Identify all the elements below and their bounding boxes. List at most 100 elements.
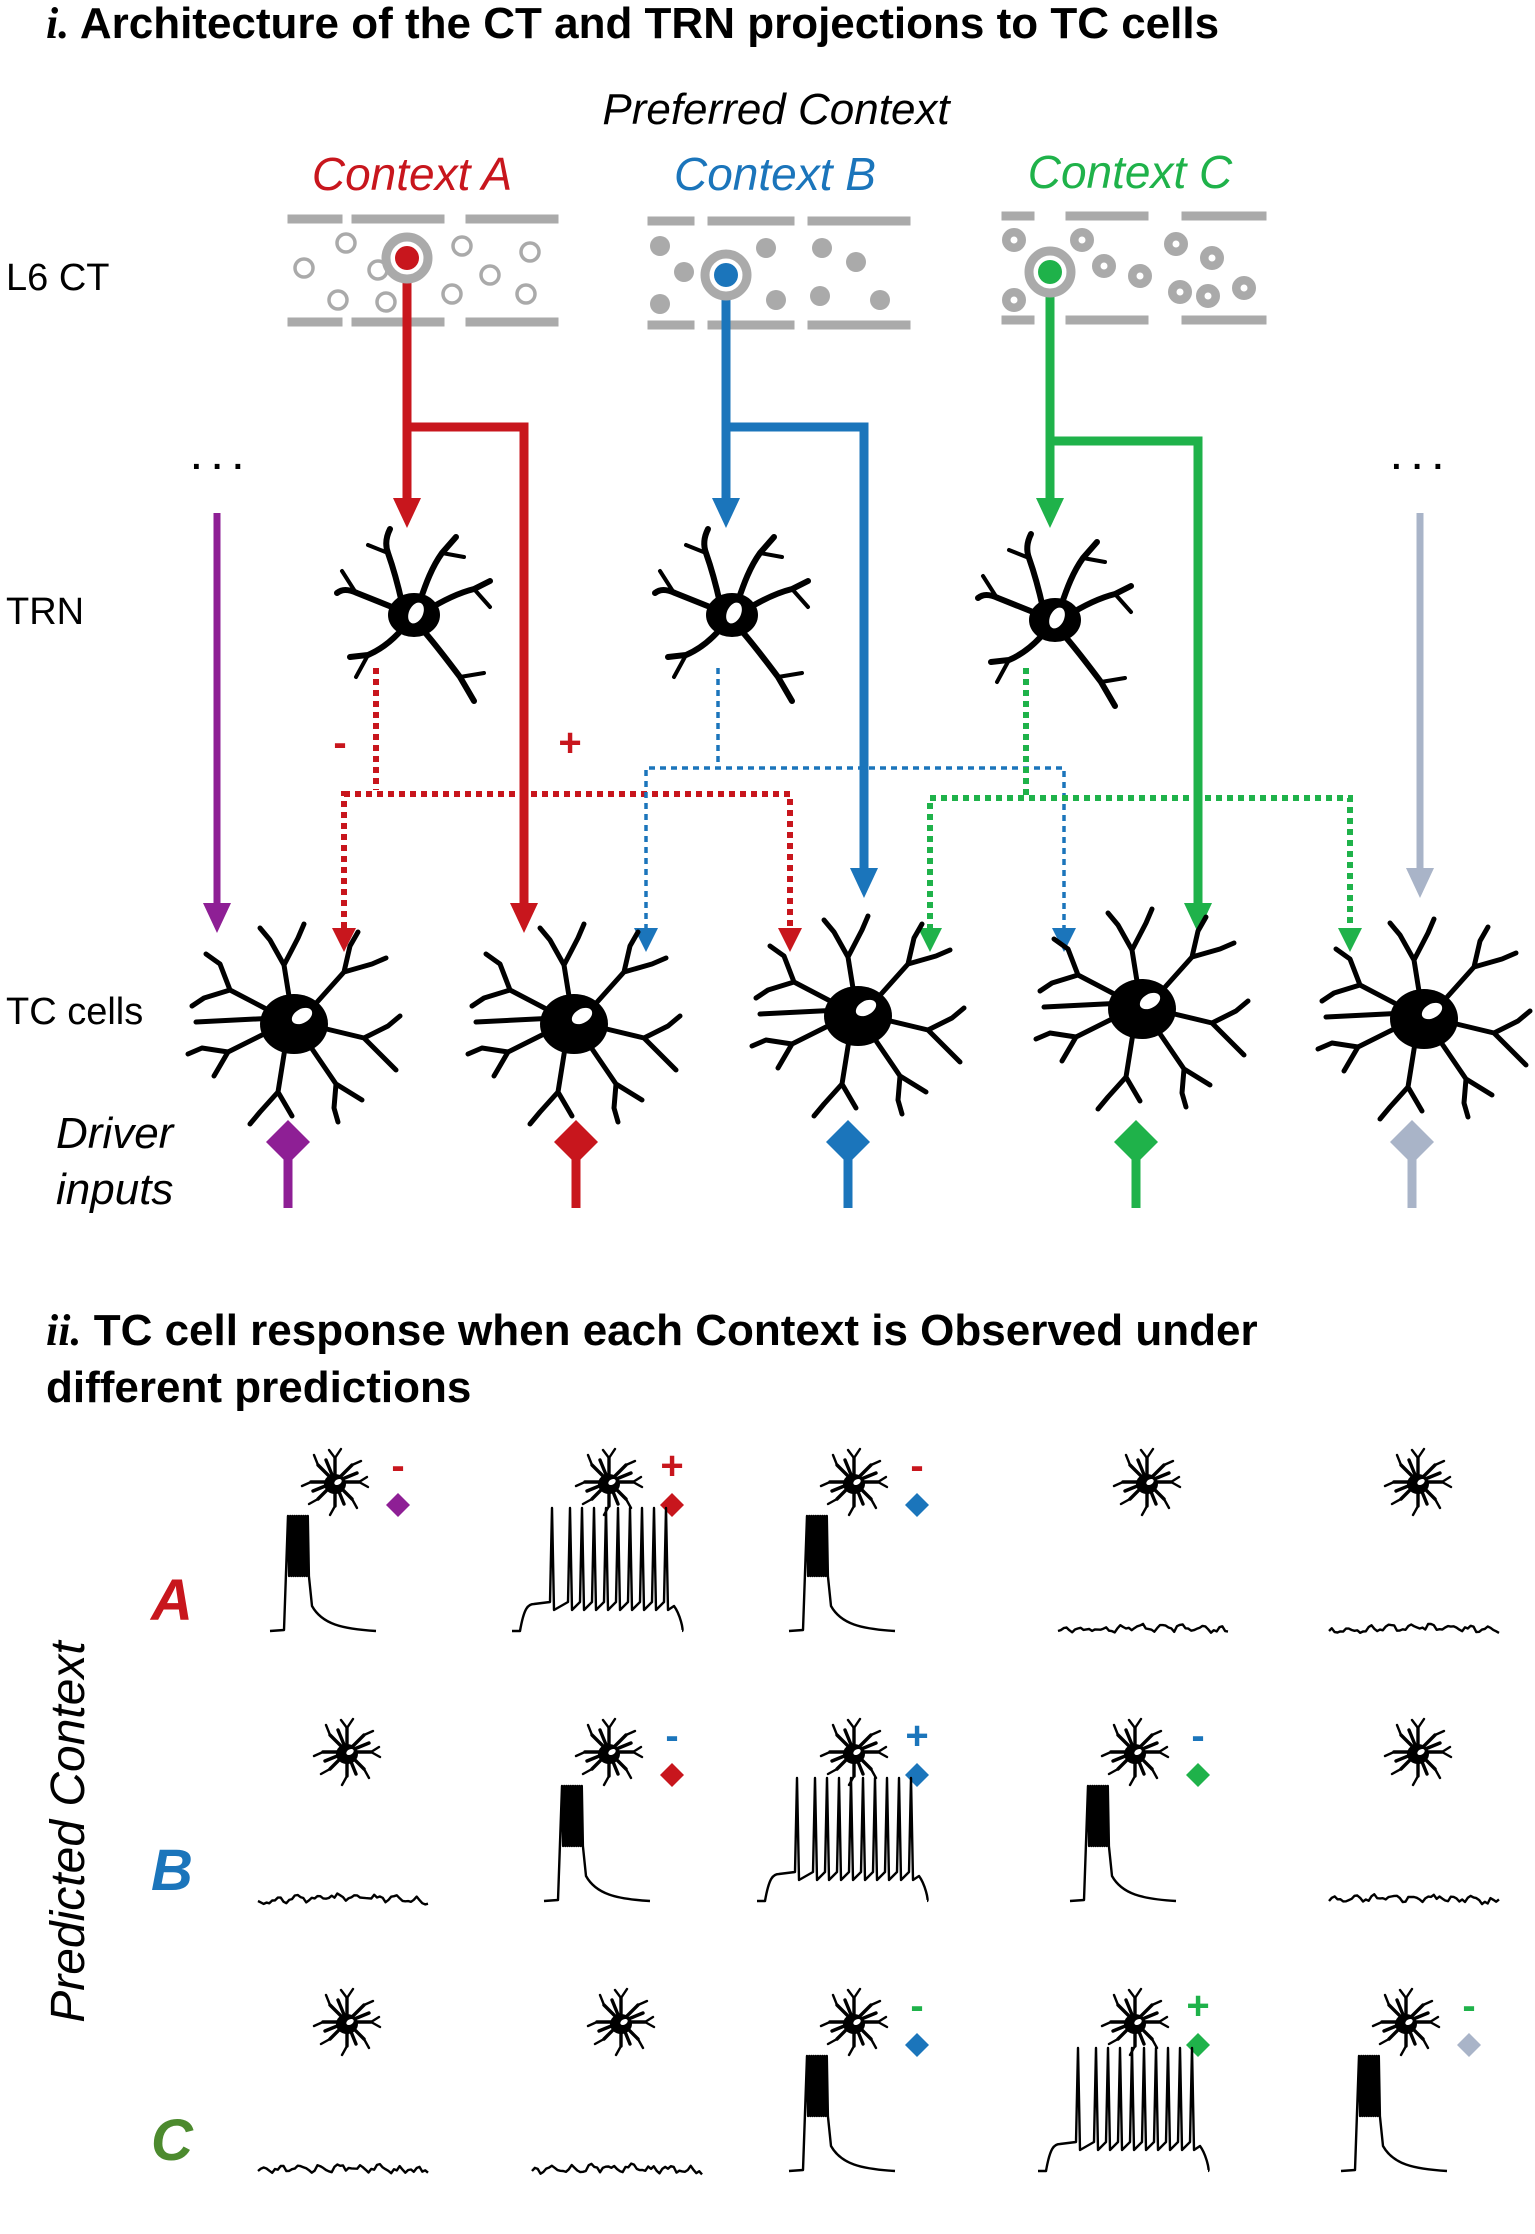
tc-cell-icon bbox=[1371, 1987, 1441, 2057]
response-cell bbox=[257, 1987, 429, 2175]
driver-diamond-1 bbox=[266, 1120, 310, 1164]
row-letter: B bbox=[151, 1838, 193, 1903]
response-cell bbox=[1057, 1447, 1229, 1634]
driver-diamond-mini bbox=[905, 1763, 929, 1787]
l6-ct-patch-b bbox=[647, 216, 911, 330]
membrane-trace bbox=[1340, 2054, 1448, 2173]
driver-inputs-label-line2: inputs bbox=[56, 1165, 173, 1214]
response-cell: - bbox=[269, 1444, 410, 1633]
inhibitory-sign-a: - bbox=[333, 721, 346, 765]
l6-ct-neuron-b bbox=[700, 249, 752, 301]
arrowhead-ct-tc-a bbox=[510, 903, 538, 933]
driver-diamond-mini bbox=[1457, 2033, 1481, 2057]
ct-projection-a bbox=[402, 262, 529, 905]
excitatory-sign-a: + bbox=[558, 721, 581, 765]
l6-ct-row-label: L6 CT bbox=[6, 257, 109, 299]
tc-cell-icon bbox=[1383, 1717, 1453, 1787]
plus-sign: + bbox=[660, 1444, 683, 1488]
driver-input-2 bbox=[554, 1120, 598, 1208]
plus-sign: + bbox=[1186, 1984, 1209, 2028]
plus-sign: + bbox=[905, 1714, 928, 1758]
membrane-trace bbox=[1057, 1622, 1229, 1634]
membrane-trace bbox=[788, 2054, 896, 2173]
arrowhead-left-offscreen bbox=[203, 903, 231, 933]
l6-ct-neuron-c bbox=[1024, 246, 1076, 298]
arrowhead-trn-c-2 bbox=[1338, 928, 1362, 952]
l6-ct-patch-a bbox=[287, 214, 559, 327]
arrowhead-trn-a-1 bbox=[332, 928, 356, 952]
response-row-a: A - + - bbox=[149, 1444, 1500, 1634]
driver-diamond-mini bbox=[1186, 1763, 1210, 1787]
driver-diamond-mini bbox=[905, 2033, 929, 2057]
minus-sign: - bbox=[910, 1444, 923, 1488]
response-cell: - bbox=[788, 1444, 929, 1633]
driver-diamond-2 bbox=[554, 1120, 598, 1164]
response-cell: - bbox=[1340, 1984, 1481, 2173]
tc-cell-icon bbox=[300, 1447, 370, 1517]
minus-sign: - bbox=[391, 1444, 404, 1488]
tc-cell-icon bbox=[1100, 1717, 1170, 1787]
membrane-trace bbox=[1328, 1622, 1500, 1634]
row-letter: A bbox=[149, 1568, 193, 1633]
driver-input-5 bbox=[1390, 1120, 1434, 1208]
driver-diamond-mini bbox=[1186, 2033, 1210, 2057]
response-cell: + bbox=[1038, 1984, 1210, 2173]
minus-sign: - bbox=[910, 1984, 923, 2028]
response-cell: - bbox=[543, 1714, 684, 1903]
driver-diamond-mini bbox=[386, 1493, 410, 1517]
minus-sign: - bbox=[1462, 1984, 1475, 2028]
predicted-context-axis-label: Predicted Context bbox=[42, 1640, 95, 2023]
membrane-trace bbox=[257, 2162, 429, 2175]
membrane-trace bbox=[757, 1776, 929, 1903]
arrowhead-trn-c-1 bbox=[918, 928, 942, 952]
response-cell: - bbox=[788, 1984, 929, 2173]
driver-diamond-mini bbox=[905, 1493, 929, 1517]
tc-cell-1 bbox=[188, 924, 400, 1124]
driver-input-1 bbox=[266, 1120, 310, 1208]
response-grid: A-+-B-+-C-+- bbox=[149, 1444, 1500, 2176]
tc-cell-icon bbox=[819, 1987, 889, 2057]
response-cell bbox=[1328, 1717, 1500, 1906]
trn-neuron-c bbox=[978, 534, 1131, 706]
arrowhead-ct-trn-a bbox=[393, 498, 421, 528]
arrowhead-ct-tc-b bbox=[850, 868, 878, 898]
trn-neuron-b bbox=[655, 529, 808, 701]
tc-cell-icon bbox=[586, 1987, 656, 2057]
tc-cell-icon bbox=[1383, 1447, 1453, 1517]
membrane-trace bbox=[269, 1514, 377, 1633]
tc-cells-row-label: TC cells bbox=[6, 991, 143, 1033]
tc-cell-icon bbox=[574, 1717, 644, 1787]
panel-ii-title-line1: ii. TC cell response when each Context i… bbox=[46, 1306, 1258, 1355]
membrane-trace bbox=[531, 2162, 703, 2176]
driver-diamond-mini bbox=[660, 1493, 684, 1517]
panel-ii-title-line2: different predictions bbox=[46, 1363, 471, 1412]
membrane-trace bbox=[1069, 1784, 1177, 1903]
tc-cell-icon bbox=[1100, 1987, 1170, 2057]
membrane-trace bbox=[788, 1514, 896, 1633]
trn-neuron-a bbox=[337, 529, 490, 701]
ct-projection-c bbox=[1045, 270, 1203, 905]
arrowhead-trn-a-2 bbox=[778, 928, 802, 952]
response-cell: + bbox=[757, 1714, 929, 1903]
context-c-label: Context C bbox=[1028, 146, 1233, 198]
arrowhead-ct-trn-c bbox=[1036, 498, 1064, 528]
driver-inputs-label-line1: Driver bbox=[56, 1109, 176, 1158]
ellipsis-right: · · · bbox=[1392, 448, 1445, 486]
trn-projection-b bbox=[644, 766, 1066, 930]
context-b-label: Context B bbox=[674, 148, 876, 200]
driver-diamond-mini bbox=[660, 1763, 684, 1787]
tc-cell-2 bbox=[468, 924, 680, 1124]
tc-cell-icon bbox=[1112, 1447, 1182, 1517]
membrane-trace bbox=[257, 1892, 429, 1906]
response-row-c: C-+- bbox=[151, 1984, 1481, 2176]
trn-projection-c bbox=[927, 795, 1353, 930]
minus-sign: - bbox=[1191, 1714, 1204, 1758]
driver-input-4 bbox=[1114, 1120, 1158, 1208]
ellipsis-left: · · · bbox=[192, 448, 245, 486]
l6-ct-patch-c bbox=[1001, 211, 1267, 325]
ct-projection-b bbox=[721, 270, 869, 868]
tc-cell-icon bbox=[819, 1447, 889, 1517]
context-a-label: Context A bbox=[312, 148, 512, 200]
driver-inputs bbox=[266, 1120, 1434, 1208]
